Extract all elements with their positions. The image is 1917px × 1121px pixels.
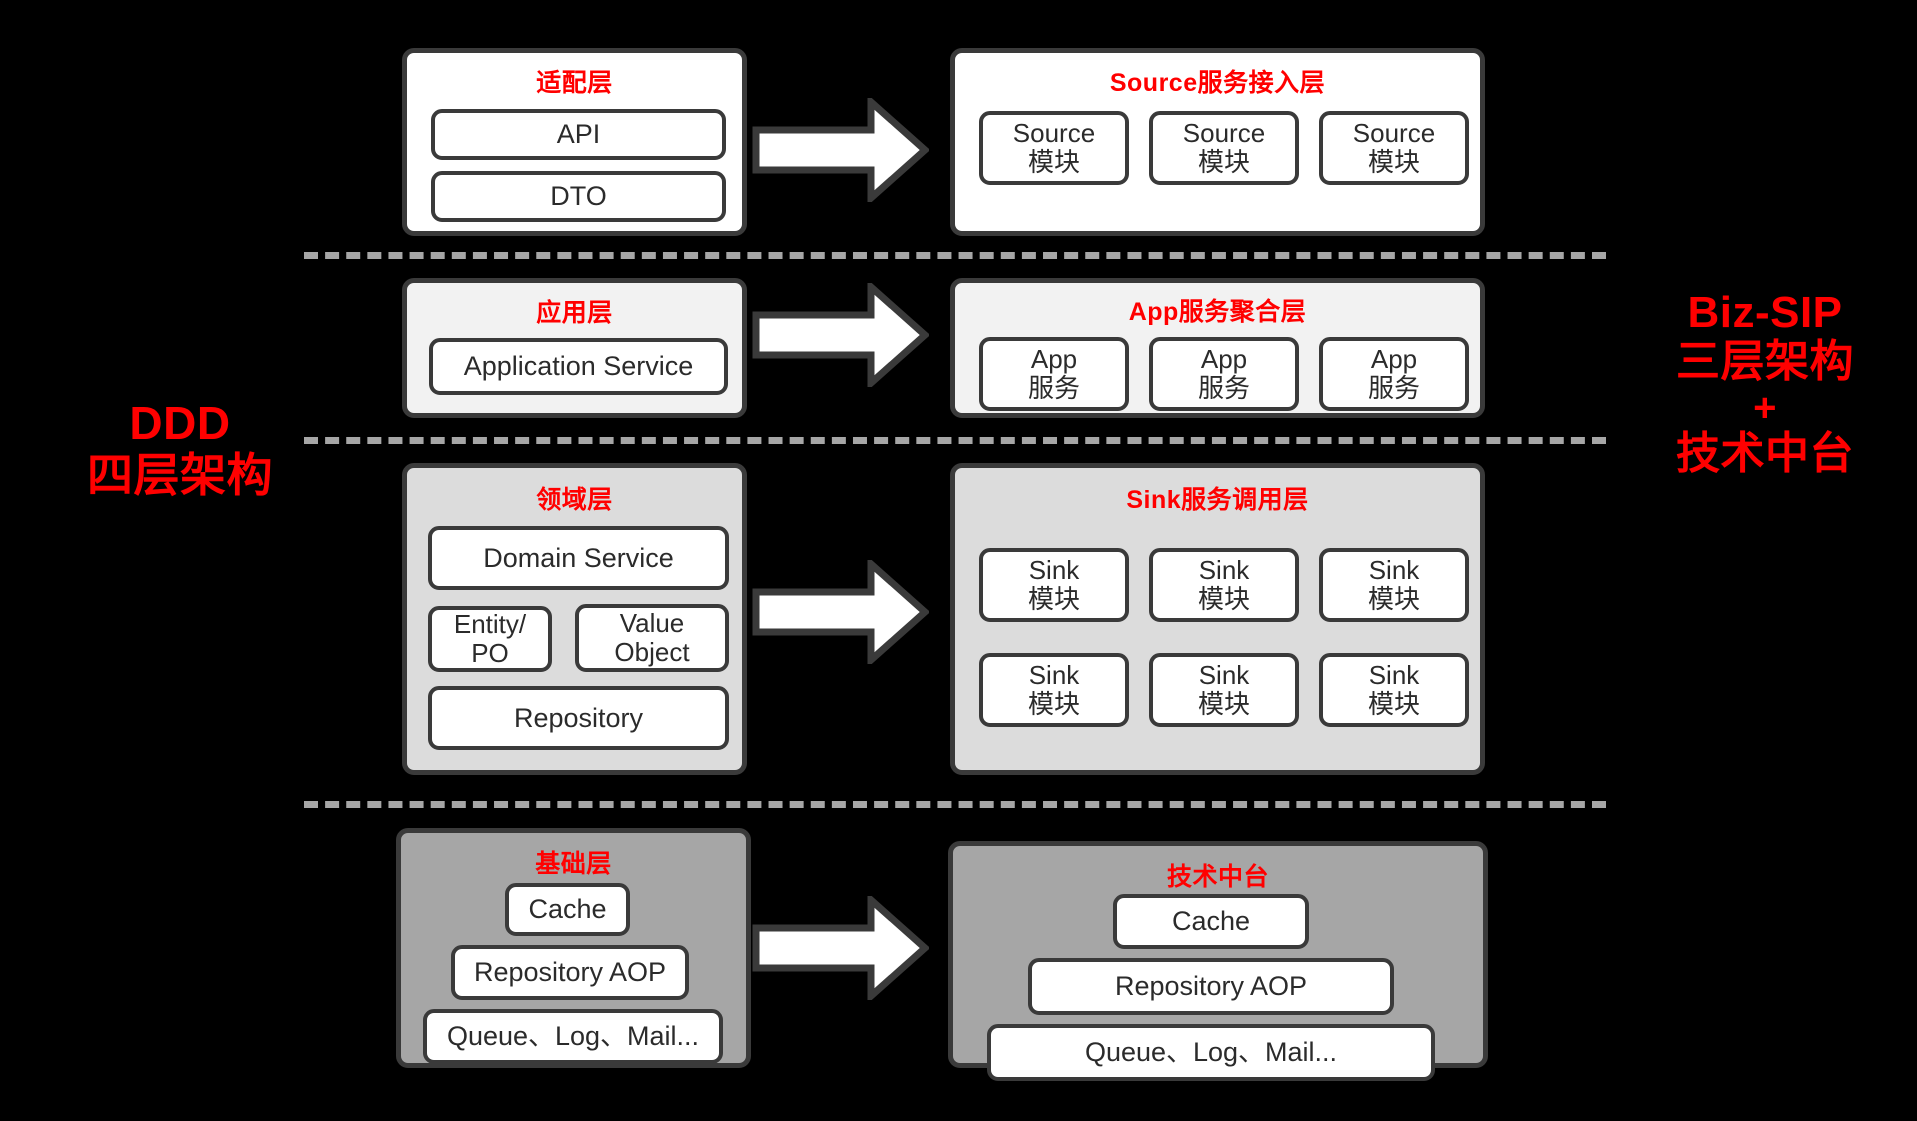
panel-title-infrastructure-layer: 基础层 bbox=[535, 850, 612, 878]
box-cache-right[interactable]: Cache bbox=[1113, 894, 1309, 949]
box-queue-log-mail-left[interactable]: Queue、Log、Mail... bbox=[423, 1009, 723, 1064]
panel-title-application-layer: 应用层 bbox=[536, 299, 613, 327]
panel-title-adapter-layer: 适配层 bbox=[536, 69, 613, 97]
box-app-service-1[interactable]: App 服务 bbox=[979, 337, 1129, 411]
box-app-service-3[interactable]: App 服务 bbox=[1319, 337, 1469, 411]
box-cache-left[interactable]: Cache bbox=[505, 883, 630, 936]
box-source-module-1[interactable]: Source 模块 bbox=[979, 111, 1129, 185]
divider-line-3 bbox=[304, 801, 1606, 808]
box-sink-module-5[interactable]: Sink 模块 bbox=[1149, 653, 1299, 727]
panel-adapter-layer[interactable]: 适配层 API DTO bbox=[402, 48, 747, 236]
ddd-label-line1: DDD bbox=[129, 397, 231, 449]
divider-line-1 bbox=[304, 252, 1606, 259]
arrow-infrastructure-to-platform bbox=[752, 896, 929, 1000]
box-repository-aop-right[interactable]: Repository AOP bbox=[1028, 958, 1394, 1015]
bizsip-label-line2: 三层架构 bbox=[1676, 337, 1854, 387]
box-sink-module-2[interactable]: Sink 模块 bbox=[1149, 548, 1299, 622]
box-sink-module-1[interactable]: Sink 模块 bbox=[979, 548, 1129, 622]
panel-sink-invoke-layer[interactable]: Sink服务调用层 Sink 模块 Sink 模块 Sink 模块 Sink 模… bbox=[950, 463, 1485, 775]
ddd-architecture-label: DDD 四层架构 bbox=[20, 397, 340, 501]
box-entity-po[interactable]: Entity/ PO bbox=[428, 606, 552, 672]
box-app-service-2[interactable]: App 服务 bbox=[1149, 337, 1299, 411]
arrow-application-to-app bbox=[752, 283, 929, 387]
box-source-module-2[interactable]: Source 模块 bbox=[1149, 111, 1299, 185]
box-application-service[interactable]: Application Service bbox=[429, 338, 728, 395]
bizsip-label-plus: + bbox=[1753, 385, 1777, 430]
bizsip-label-line1: Biz-SIP bbox=[1687, 288, 1843, 337]
box-api[interactable]: API bbox=[431, 109, 726, 160]
panel-infrastructure-layer[interactable]: 基础层 Cache Repository AOP Queue、Log、Mail.… bbox=[396, 828, 751, 1068]
box-repository[interactable]: Repository bbox=[428, 686, 729, 750]
panel-title-technology-platform: 技术中台 bbox=[1166, 863, 1269, 891]
box-sink-module-4[interactable]: Sink 模块 bbox=[979, 653, 1129, 727]
panel-domain-layer[interactable]: 领域层 Domain Service Entity/ PO Value Obje… bbox=[402, 463, 747, 775]
panel-title-source-access-layer: Source服务接入层 bbox=[1109, 69, 1326, 97]
box-dto[interactable]: DTO bbox=[431, 171, 726, 222]
box-domain-service[interactable]: Domain Service bbox=[428, 526, 729, 590]
panel-application-layer[interactable]: 应用层 Application Service bbox=[402, 278, 747, 418]
panel-technology-platform[interactable]: 技术中台 Cache Repository AOP Queue、Log、Mail… bbox=[948, 841, 1488, 1081]
panel-app-aggregation-layer[interactable]: App服务聚合层 App 服务 App 服务 App 服务 bbox=[950, 278, 1485, 418]
panel-source-access-layer[interactable]: Source服务接入层 Source 模块 Source 模块 Source 模… bbox=[950, 48, 1485, 236]
ddd-label-line2: 四层架构 bbox=[87, 448, 273, 501]
box-value-object[interactable]: Value Object bbox=[575, 604, 729, 672]
arrow-domain-to-sink bbox=[752, 560, 929, 664]
box-sink-module-6[interactable]: Sink 模块 bbox=[1319, 653, 1469, 727]
box-repository-aop-left[interactable]: Repository AOP bbox=[451, 945, 689, 1000]
arrow-adapter-to-source bbox=[752, 98, 929, 202]
panel-title-domain-layer: 领域层 bbox=[536, 486, 613, 514]
box-queue-log-mail-right[interactable]: Queue、Log、Mail... bbox=[987, 1024, 1435, 1081]
bizsip-architecture-label: Biz-SIP 三层架构 + 技术中台 bbox=[1630, 288, 1900, 478]
bizsip-label-line4: 技术中台 bbox=[1676, 428, 1854, 478]
box-source-module-3[interactable]: Source 模块 bbox=[1319, 111, 1469, 185]
divider-line-2 bbox=[304, 437, 1606, 444]
panel-title-sink-invoke-layer: Sink服务调用层 bbox=[1126, 486, 1309, 514]
panel-title-app-aggregation-layer: App服务聚合层 bbox=[1128, 298, 1307, 326]
box-sink-module-3[interactable]: Sink 模块 bbox=[1319, 548, 1469, 622]
